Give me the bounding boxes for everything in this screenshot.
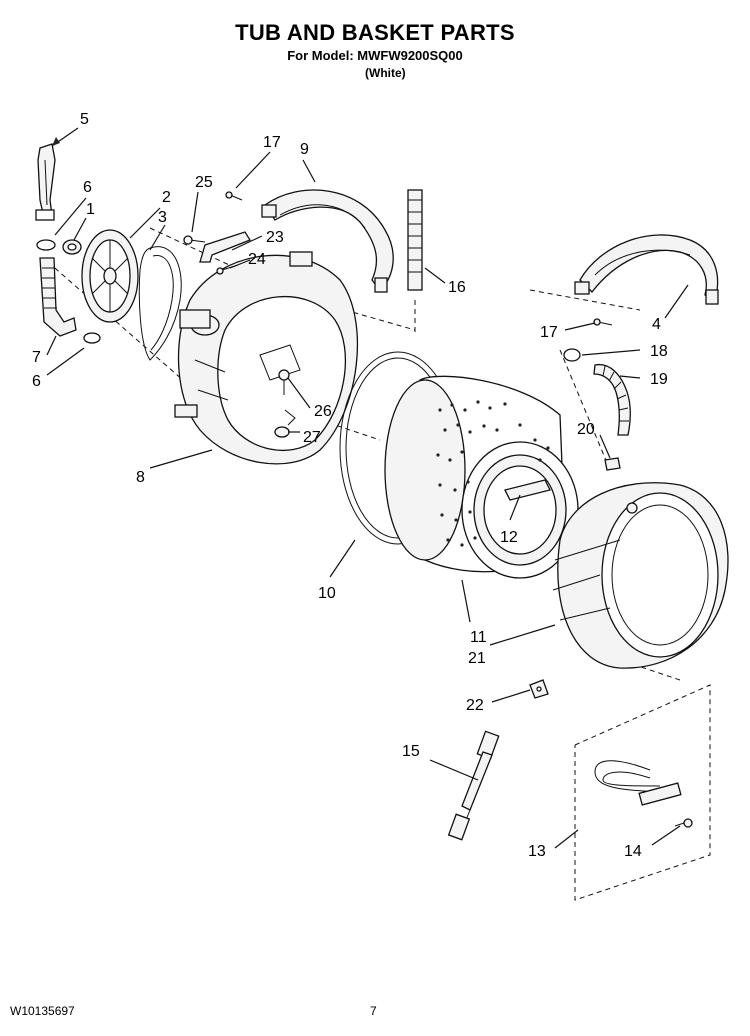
callout-24: 24 — [248, 251, 266, 268]
callout-27: 27 — [303, 429, 321, 446]
callout-25: 25 — [195, 174, 213, 191]
callout-labels: 5 6 1 2 3 25 23 24 17 9 16 17 4 18 19 20… — [32, 111, 668, 860]
part-rear-tub — [174, 251, 359, 465]
callout-17-right: 17 — [540, 324, 558, 341]
part-counterweight-4 — [574, 234, 719, 305]
part-clip-22 — [529, 679, 549, 699]
part-counterweight-9 — [261, 189, 394, 293]
callout-4: 4 — [652, 316, 661, 333]
part-pulley — [81, 229, 139, 323]
color-variant: (White) — [365, 66, 406, 80]
callout-15: 15 — [402, 743, 420, 760]
callout-22: 22 — [466, 697, 484, 714]
part-heater-element — [594, 760, 682, 806]
callout-13: 13 — [528, 843, 546, 860]
part-drive-belt — [138, 246, 182, 361]
callout-18: 18 — [650, 343, 668, 360]
document-number: W10135697 — [10, 1004, 75, 1018]
callout-9: 9 — [300, 141, 309, 158]
callout-leader-lines — [46, 127, 689, 849]
part-bellows-hose — [39, 257, 77, 337]
callout-10: 10 — [318, 585, 336, 602]
part-spring-hose — [407, 189, 423, 291]
callout-1: 1 — [86, 201, 95, 218]
part-bracket-23 — [199, 231, 251, 263]
part-hose-duct — [35, 143, 56, 221]
part-clip-20 — [604, 457, 621, 471]
part-shock-absorber — [447, 730, 500, 841]
part-screw-17-top — [225, 191, 243, 201]
callout-5: 5 — [80, 111, 89, 128]
part-screw-25 — [183, 235, 206, 245]
callout-6-top: 6 — [83, 179, 92, 196]
callout-7: 7 — [32, 349, 41, 366]
callout-12: 12 — [500, 529, 518, 546]
part-inner-basket — [384, 375, 579, 579]
callout-21: 21 — [468, 650, 486, 667]
callout-16: 16 — [448, 279, 466, 296]
callout-2: 2 — [162, 189, 171, 206]
part-vent-hose-19 — [593, 363, 631, 436]
part-nut — [62, 239, 82, 255]
part-ring-clamp-bottom — [83, 332, 101, 344]
part-screw-17-right — [593, 318, 613, 326]
callout-17-top: 17 — [263, 134, 281, 151]
callout-26: 26 — [314, 403, 332, 420]
callout-20: 20 — [577, 421, 595, 438]
callout-3: 3 — [158, 209, 167, 226]
page-title: TUB AND BASKET PARTS — [235, 20, 515, 45]
callout-14: 14 — [624, 843, 642, 860]
part-sensor-27 — [274, 409, 296, 438]
part-nut-14 — [674, 818, 693, 828]
callout-11: 11 — [470, 629, 487, 646]
callout-23: 23 — [266, 229, 284, 246]
callout-19: 19 — [650, 371, 668, 388]
part-front-tub — [552, 482, 729, 669]
part-oring-18 — [563, 348, 581, 362]
callout-6-bottom: 6 — [32, 373, 41, 390]
part-ring-clamp-top — [36, 239, 56, 251]
page-number: 7 — [370, 1004, 377, 1018]
model-line: For Model: MWFW9200SQ00 — [287, 48, 463, 63]
callout-8: 8 — [136, 469, 145, 486]
part-screw-26 — [278, 369, 290, 395]
